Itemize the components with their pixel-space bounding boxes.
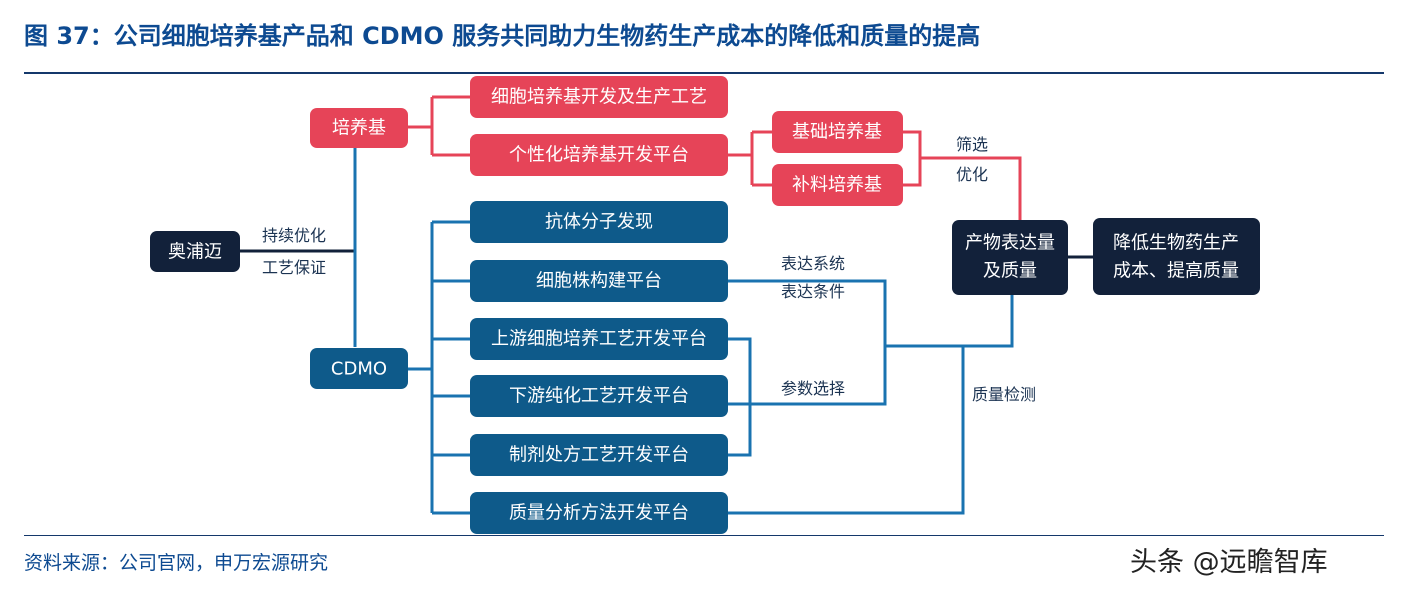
- label-expression-system: 表达系统: [781, 254, 845, 273]
- node-cell-line-platform: 细胞株构建平台: [470, 260, 728, 302]
- node-feed-medium-label: 补料培养基: [792, 175, 882, 196]
- node-feed-medium: 补料培养基: [772, 164, 903, 206]
- node-product-quality-line1: 产物表达量: [965, 233, 1055, 254]
- cdmo-connectors: [408, 220, 1093, 515]
- node-aopumai-label: 奥浦迈: [168, 242, 222, 263]
- node-medium-dev: 细胞培养基开发及生产工艺: [470, 76, 728, 118]
- title-divider: [24, 72, 1384, 74]
- node-upstream-platform-label: 上游细胞培养工艺开发平台: [491, 329, 707, 350]
- node-downstream-platform-label: 下游纯化工艺开发平台: [509, 386, 689, 407]
- figure-title: 图 37：公司细胞培养基产品和 CDMO 服务共同助力生物药生产成本的降低和质量…: [24, 22, 981, 50]
- node-medium: 培养基: [310, 108, 408, 148]
- label-expression-conditions: 表达条件: [781, 282, 845, 301]
- node-medium-dev-label: 细胞培养基开发及生产工艺: [491, 87, 707, 108]
- trunk-connectors: [240, 147, 357, 347]
- label-screening: 筛选: [956, 135, 988, 154]
- node-basal-medium-label: 基础培养基: [792, 122, 882, 143]
- node-medium-label: 培养基: [332, 118, 386, 139]
- footer-divider: [24, 535, 1384, 536]
- node-formulation-platform-label: 制剂处方工艺开发平台: [509, 445, 689, 466]
- label-process-guarantee: 工艺保证: [262, 258, 326, 277]
- label-quality-testing: 质量检测: [972, 385, 1036, 404]
- source-note: 资料来源：公司官网，申万宏源研究: [24, 552, 329, 574]
- node-antibody-discovery: 抗体分子发现: [470, 201, 728, 243]
- node-antibody-discovery-label: 抗体分子发现: [545, 212, 653, 233]
- node-product-quality: 产物表达量 及质量: [952, 220, 1068, 295]
- label-parameter-selection: 参数选择: [781, 379, 845, 398]
- node-cell-line-platform-label: 细胞株构建平台: [536, 271, 662, 292]
- label-sustain-optimization: 持续优化: [262, 226, 326, 245]
- node-upstream-platform: 上游细胞培养工艺开发平台: [470, 318, 728, 360]
- node-qc-platform: 质量分析方法开发平台: [470, 492, 728, 534]
- node-custom-platform-label: 个性化培养基开发平台: [509, 145, 689, 166]
- node-downstream-platform: 下游纯化工艺开发平台: [470, 375, 728, 417]
- node-custom-platform: 个性化培养基开发平台: [470, 134, 728, 176]
- node-cdmo-label: CDMO: [331, 359, 387, 380]
- watermark: 头条 @远瞻智库: [1130, 547, 1328, 578]
- node-goal-line1: 降低生物药生产: [1113, 233, 1239, 254]
- node-goal-line2: 成本、提高质量: [1113, 261, 1239, 282]
- node-cdmo: CDMO: [310, 348, 408, 389]
- node-qc-platform-label: 质量分析方法开发平台: [509, 503, 689, 524]
- label-optimization: 优化: [956, 165, 988, 184]
- node-basal-medium: 基础培养基: [772, 111, 903, 153]
- node-product-quality-line2: 及质量: [983, 261, 1037, 282]
- node-formulation-platform: 制剂处方工艺开发平台: [470, 434, 728, 476]
- medium-connectors: [408, 95, 1022, 220]
- node-aopumai: 奥浦迈: [150, 231, 240, 272]
- node-goal: 降低生物药生产 成本、提高质量: [1093, 218, 1260, 295]
